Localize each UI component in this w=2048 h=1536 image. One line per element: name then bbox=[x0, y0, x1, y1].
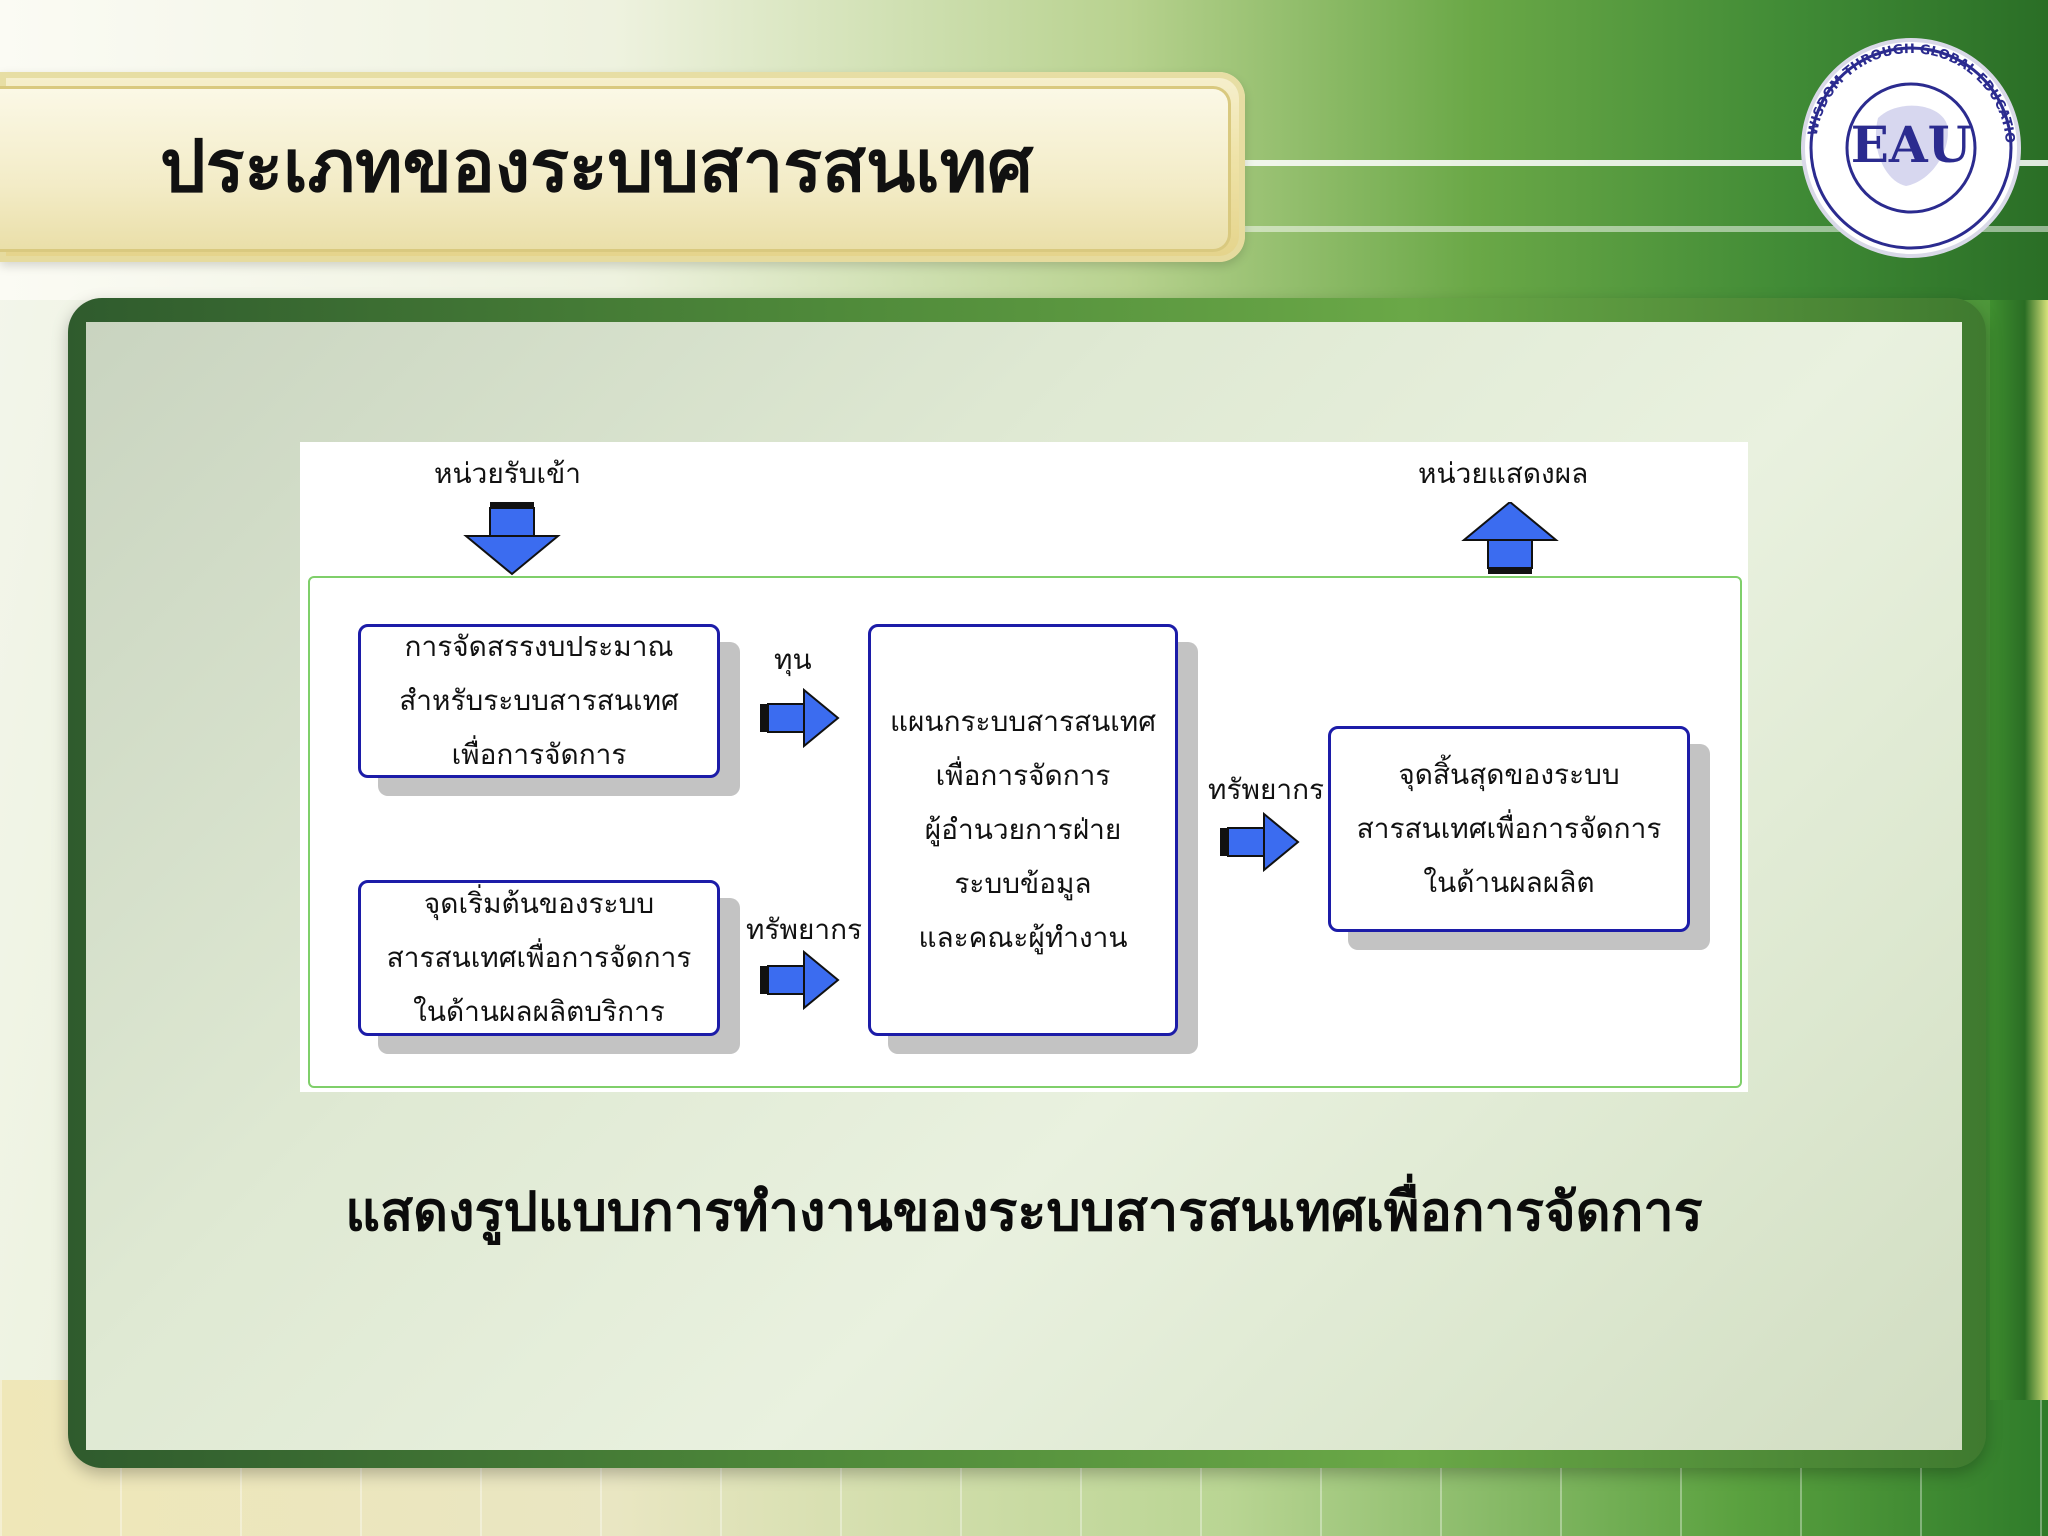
resource-right-arrow-right bbox=[1220, 812, 1300, 872]
system-boundary bbox=[308, 576, 1742, 1088]
output-unit-label: หน่วยแสดงผล bbox=[1418, 457, 1589, 490]
output-up-arrow bbox=[1461, 502, 1559, 574]
resource-right-arrow-left bbox=[760, 950, 840, 1010]
input-down-arrow bbox=[463, 502, 561, 576]
university-logo: EAU WISDOM THROUGH GLOBAL EDUCATION · EA… bbox=[1786, 30, 2021, 258]
budget-allocation-box: การจัดสรรงบประมาณ สำหรับระบบสารสนเทศ เพื… bbox=[358, 624, 720, 778]
logo-map-shape bbox=[1875, 105, 1948, 186]
mis-department-box: แผนกระบบสารสนเทศ เพื่อการจัดการ ผู้อำนวย… bbox=[868, 624, 1178, 1036]
system-end-box: จุดสิ้นสุดของระบบ สารสนเทศเพื่อการจัดการ… bbox=[1328, 726, 1690, 932]
capital-label: ทุน bbox=[774, 643, 812, 676]
background-right-edge bbox=[1990, 300, 2048, 1400]
mis-diagram: หน่วยรับเข้า หน่วยแสดงผล การจัดสรรงบประม… bbox=[300, 442, 1748, 1092]
logo-ring bbox=[1809, 46, 2013, 250]
capital-right-arrow bbox=[760, 688, 840, 748]
resource-label-left: ทรัพยากร bbox=[746, 913, 863, 946]
diagram-caption: แสดงรูปแบบการทำงานของระบบสารสนเทศเพื่อกา… bbox=[345, 1179, 1703, 1243]
resource-label-right: ทรัพยากร bbox=[1208, 773, 1325, 806]
title-banner-inner bbox=[0, 86, 1231, 252]
system-start-box: จุดเริ่มต้นของระบบ สารสนเทศเพื่อการจัดกา… bbox=[358, 880, 720, 1036]
input-unit-label: หน่วยรับเข้า bbox=[434, 457, 581, 490]
slide-title: ประเภทของระบบสารสนเทศ bbox=[160, 123, 1033, 208]
logo-text: EAU bbox=[1851, 115, 1972, 174]
